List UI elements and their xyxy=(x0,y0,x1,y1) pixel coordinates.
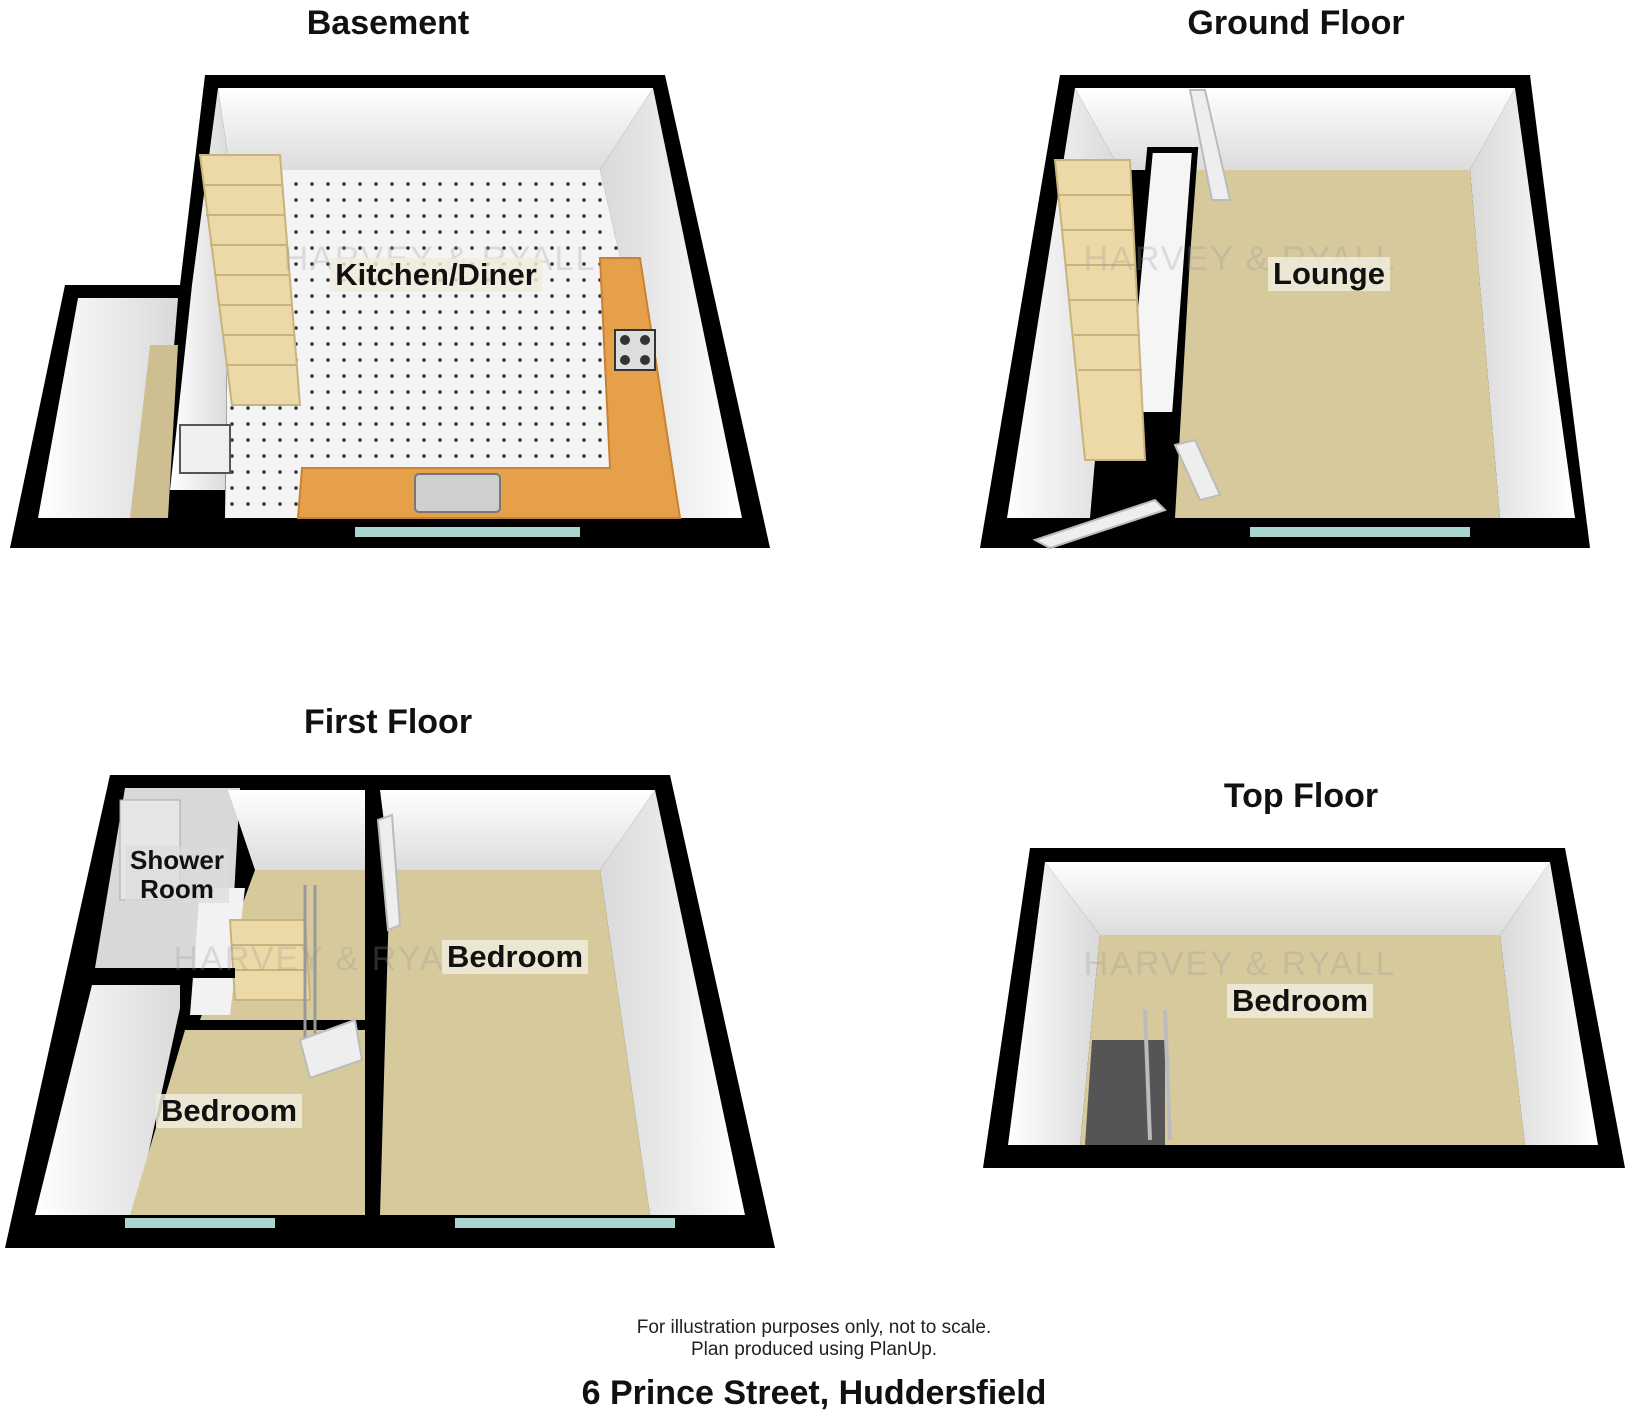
room-label-first-bedroom-right: Bedroom xyxy=(441,939,589,975)
first-floor-plan xyxy=(5,775,775,1248)
basement-tiled-floor xyxy=(225,170,680,518)
room-label-lounge: Lounge xyxy=(1268,256,1390,292)
basement-wall-top xyxy=(218,88,653,170)
basement-stairs xyxy=(198,154,302,406)
top-carpet xyxy=(1080,935,1525,1145)
footer-note-line2: Plan produced using PlanUp. xyxy=(690,1339,938,1360)
room-label-first-bedroom-left: Bedroom xyxy=(155,1093,303,1129)
first-window-left xyxy=(125,1218,275,1228)
first-floor-title: First Floor xyxy=(303,703,473,741)
basement-plan xyxy=(10,75,770,548)
lounge-carpet xyxy=(1175,170,1500,518)
room-label-kitchen-diner: Kitchen/Diner xyxy=(330,257,542,293)
watermark-first: HARVEY & RYALL xyxy=(173,940,487,978)
basement-wall-right xyxy=(600,88,742,518)
top-wall-left xyxy=(1008,862,1100,1145)
basement-cellar-floor xyxy=(130,345,178,518)
top-floor-title: Top Floor xyxy=(1223,777,1379,815)
top-wall-right xyxy=(1500,862,1598,1145)
first-door-left xyxy=(298,1018,364,1080)
kitchen-counter xyxy=(296,257,682,519)
ground-floor-plan xyxy=(980,75,1590,550)
top-stairwell xyxy=(1085,1040,1165,1145)
ground-floor-title: Ground Floor xyxy=(1187,4,1405,42)
property-address: 6 Prince Street, Huddersfield xyxy=(581,1374,1047,1412)
first-right-bedroom-wall-right xyxy=(600,790,745,1215)
ground-wall-right xyxy=(1470,88,1575,518)
ground-stairs xyxy=(1053,159,1147,461)
ground-window xyxy=(1250,527,1470,537)
ground-door-top xyxy=(1188,89,1232,201)
room-label-top-bedroom: Bedroom xyxy=(1226,983,1374,1019)
ground-door-inner xyxy=(1173,438,1222,502)
basement-title: Basement xyxy=(306,4,470,42)
room-label-shower-room: Shower Room xyxy=(125,846,229,904)
radiator xyxy=(179,424,231,474)
first-landing-wall xyxy=(228,790,370,870)
basement-window xyxy=(355,527,580,537)
watermark-top: HARVEY & RYALL xyxy=(1083,945,1397,983)
first-door-right xyxy=(376,813,402,932)
top-wall-top xyxy=(1045,862,1550,935)
footer-note-line1: For illustration purposes only, not to s… xyxy=(636,1317,992,1338)
sink xyxy=(414,473,501,513)
ground-wall-top xyxy=(1075,88,1515,170)
first-partition xyxy=(365,780,377,1220)
ground-front-door xyxy=(1032,498,1167,550)
hob xyxy=(614,329,656,371)
first-window-right xyxy=(455,1218,675,1228)
first-right-bedroom-wall-top xyxy=(380,790,655,870)
